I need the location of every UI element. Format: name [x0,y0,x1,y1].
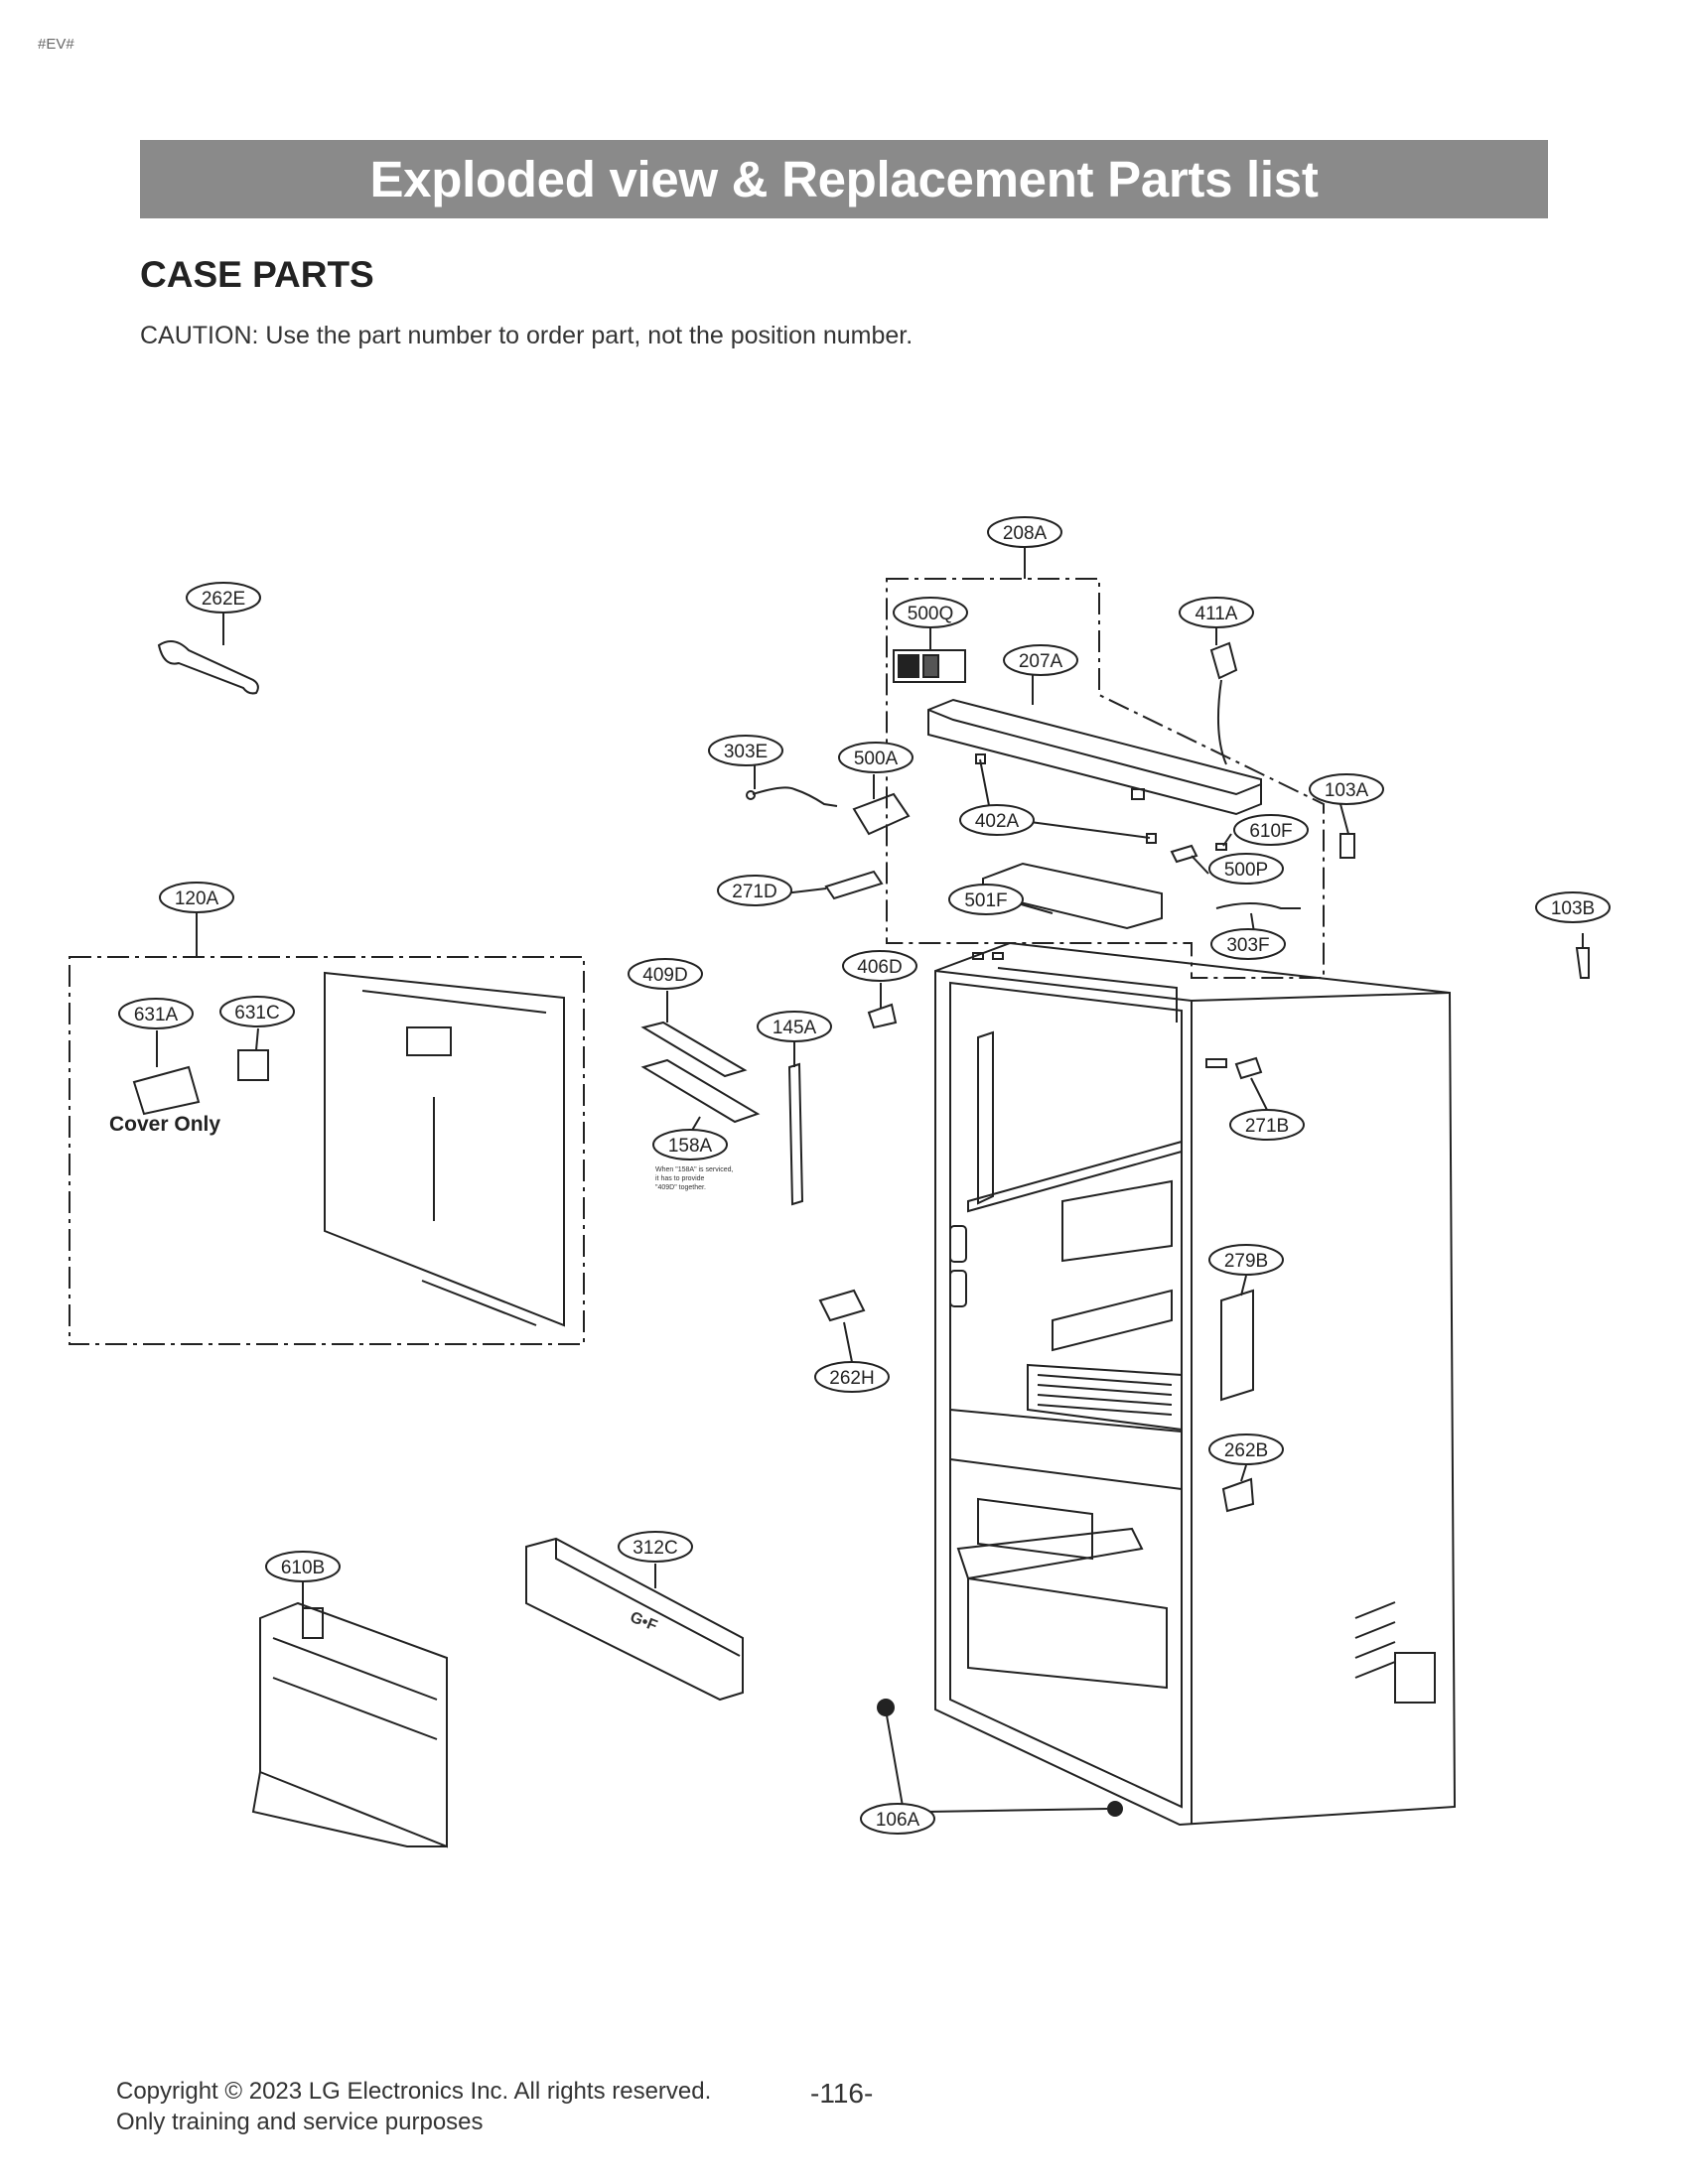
note-158A-line1: When "158A" is serviced, [655,1166,734,1173]
callout-label: 103B [1551,898,1595,919]
callout-631A: 631A [118,998,194,1029]
callout-label: 106A [876,1810,920,1831]
callout-label: 610B [281,1558,325,1578]
callout-label: 262H [829,1368,874,1389]
note-158A-line2: it has to provide [655,1175,705,1182]
title-banner: Exploded view & Replacement Parts list [140,140,1548,218]
part-207A-bracket [927,698,1262,816]
callout-label: 279B [1224,1251,1268,1272]
callout-label: 120A [175,888,219,909]
note-158A-line3: "409D" together. [655,1184,706,1191]
callout-label: 610F [1249,821,1292,842]
footer-copyright: Copyright © 2023 LG Electronics Inc. All… [116,2078,712,2105]
cover-logo: G•F [628,1609,659,1635]
callout-label: 145A [773,1018,817,1038]
part-610B-assembly [251,1601,448,1848]
callout-120A: 120A [159,882,234,913]
callout-label: 271D [732,882,776,902]
part-500A-board [852,792,911,836]
callout-271B: 271B [1229,1109,1305,1141]
callout-262B: 262B [1208,1433,1284,1465]
group-120A-boundary [69,956,585,1345]
callout-208A: 208A [987,516,1062,548]
callout-label: 262B [1224,1440,1268,1461]
callout-279B: 279B [1208,1244,1284,1276]
callout-500P: 500P [1208,853,1284,885]
callout-262E: 262E [186,582,261,614]
cover-only-label: Cover Only [109,1113,220,1136]
callout-610F: 610F [1233,814,1309,846]
footer-purpose: Only training and service purposes [116,2109,484,2135]
callout-label: 103A [1325,780,1369,801]
callout-262H: 262H [814,1361,890,1393]
callout-label: 500Q [908,604,953,624]
callout-145A: 145A [757,1011,832,1042]
callout-label: 312C [633,1538,677,1559]
callout-500Q: 500Q [893,597,968,628]
callout-411A: 411A [1179,597,1254,628]
callout-label: 303E [724,742,768,762]
part-312C-cover [525,1537,744,1702]
part-500Q-board [893,649,966,683]
callout-label: 208A [1003,523,1048,544]
refrigerator-cabinet [934,941,1457,1827]
callout-409D: 409D [628,958,703,990]
callout-631C: 631C [219,996,295,1027]
part-411A-power-cord [1209,641,1238,765]
caution-text: CAUTION: Use the part number to order pa… [140,322,914,349]
callout-303F: 303F [1210,928,1286,960]
callout-label: 158A [668,1136,713,1157]
callout-label: 406D [857,957,902,978]
callout-label: 303F [1226,935,1269,956]
callout-402A: 402A [959,804,1035,836]
callout-label: 411A [1196,604,1238,624]
callout-label: 500A [854,749,899,769]
callout-158A: 158A [652,1129,728,1160]
part-303E-sensor [752,786,838,807]
page-number: -116- [810,2078,874,2109]
page-title: Exploded view & Replacement Parts list [369,151,1319,207]
document-code: #EV# [38,36,74,53]
callout-500A: 500A [838,742,914,773]
callout-303E: 303E [708,735,783,766]
callout-label: 207A [1019,651,1063,672]
callout-106A: 106A [860,1803,935,1835]
group-208A-boundary [886,578,1325,979]
callout-label: 500P [1224,860,1268,881]
callout-312C: 312C [618,1531,693,1563]
callout-501F: 501F [948,884,1024,915]
callout-label: 262E [202,589,245,610]
callout-610B: 610B [265,1551,341,1582]
part-279B-panel [1220,1289,1254,1402]
callout-label: 409D [642,965,687,986]
callout-207A: 207A [1003,644,1078,676]
callout-103B: 103B [1535,891,1611,923]
callout-label: 631C [234,1003,279,1024]
callout-label: 402A [975,811,1020,832]
part-262E-wrench [157,640,259,695]
callout-271D: 271D [717,875,792,906]
callout-label: 631A [134,1005,179,1025]
callout-103A: 103A [1309,773,1384,805]
callout-label: 501F [964,890,1007,911]
callout-label: 271B [1245,1116,1289,1137]
section-title: CASE PARTS [140,254,374,295]
part-120A-shelf [324,971,565,1327]
callout-406D: 406D [842,950,917,982]
